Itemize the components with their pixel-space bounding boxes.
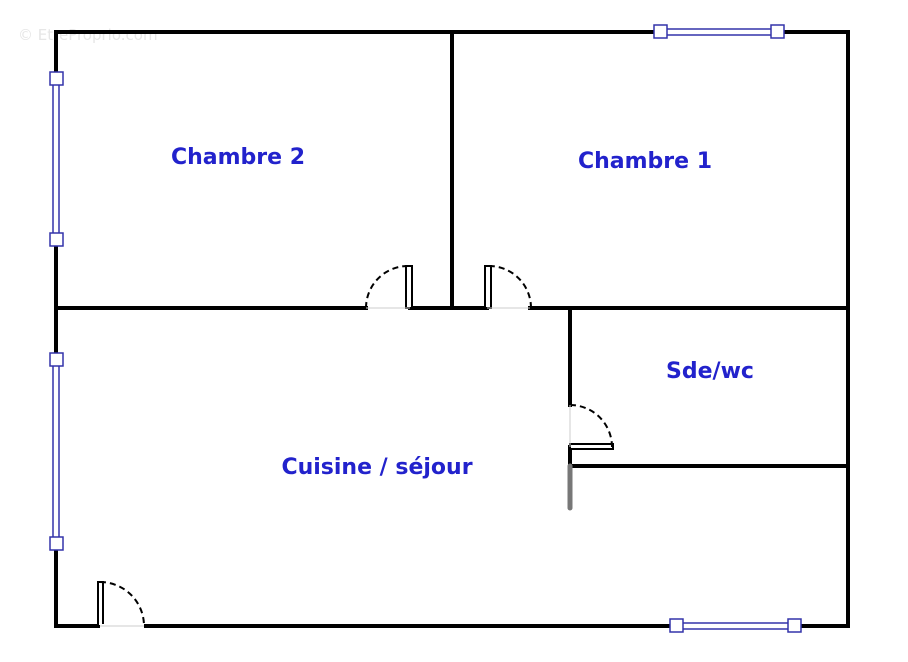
watermark: © EtreProprio.com <box>18 26 158 44</box>
door-chambre-1 <box>484 265 532 309</box>
door-sde-wc <box>569 404 614 450</box>
window-left-bottom <box>49 352 64 551</box>
entrance-door <box>97 581 145 628</box>
windows <box>49 24 802 633</box>
room-label-chambre-2: Chambre 2 <box>171 145 305 170</box>
door-chambre-2 <box>365 265 413 309</box>
room-label-sde-wc: Sde/wc <box>666 359 754 384</box>
room-label-cuisine-sejour: Cuisine / séjour <box>281 455 472 480</box>
window-bottom <box>669 618 802 633</box>
doors <box>97 265 614 628</box>
window-left-top <box>49 71 64 247</box>
window-top <box>653 24 785 39</box>
room-label-chambre-1: Chambre 1 <box>578 149 712 174</box>
walls <box>54 30 850 628</box>
